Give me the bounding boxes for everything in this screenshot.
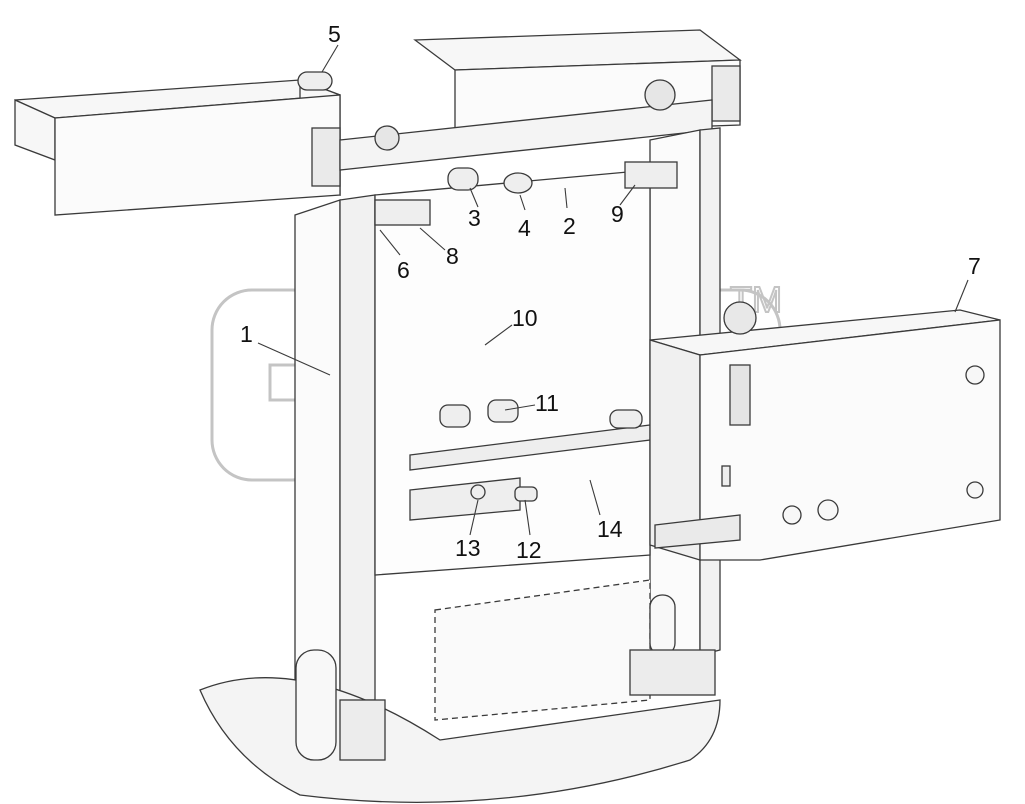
callout-5: 5 — [328, 21, 341, 47]
callout-13: 13 — [455, 535, 481, 561]
callout-2: 2 — [563, 213, 576, 239]
callout-10: 10 — [512, 305, 538, 331]
callout-12: 12 — [516, 537, 542, 563]
frame-structure — [14, 29, 1001, 803]
callout-4: 4 — [518, 215, 531, 241]
leader-lines — [257, 44, 969, 536]
callout-1: 1 — [240, 321, 253, 347]
callout-3: 3 — [468, 205, 481, 231]
callout-7: 7 — [968, 253, 981, 279]
callout-9: 9 — [611, 201, 624, 227]
callout-6: 6 — [397, 257, 410, 283]
callout-8: 8 — [446, 243, 459, 269]
callout-11: 11 — [535, 390, 559, 416]
callout-14: 14 — [597, 516, 623, 542]
